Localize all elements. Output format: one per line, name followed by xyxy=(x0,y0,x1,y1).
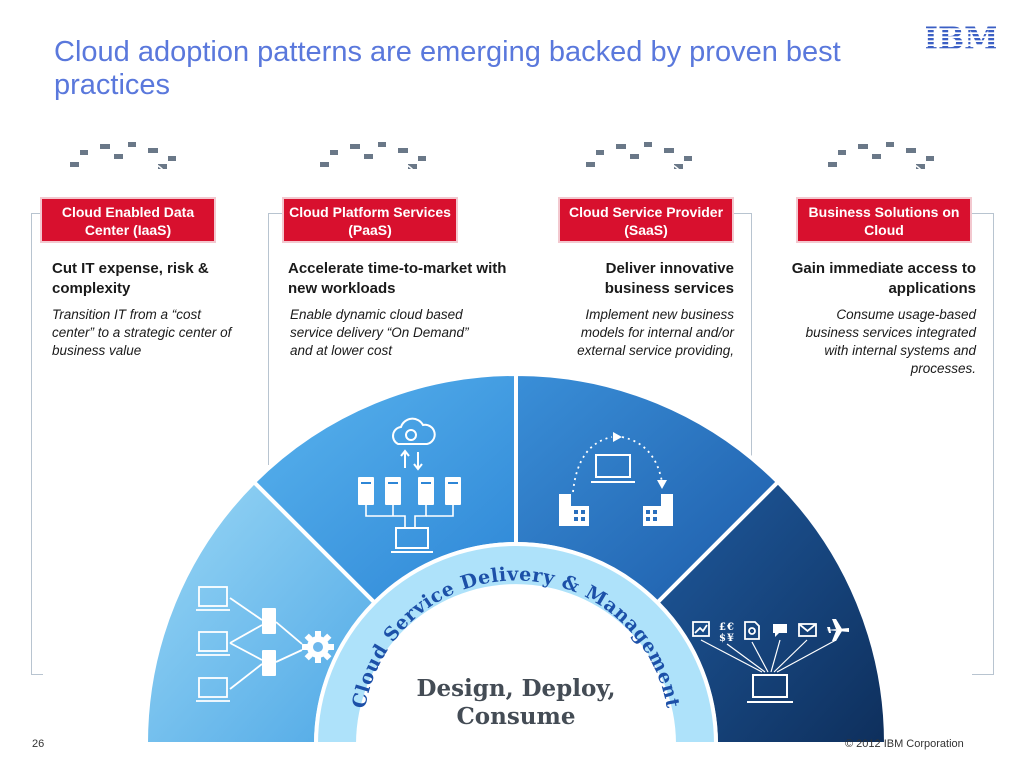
iaas-network-icon xyxy=(196,586,303,702)
slide-title: Cloud adoption patterns are emerging bac… xyxy=(54,36,841,101)
airplane-icon xyxy=(826,619,849,641)
heading-saas: Deliver innovative business services xyxy=(604,260,734,297)
cloud-city-image-1 xyxy=(45,136,203,198)
heading-paas: Accelerate time-to-market with new workl… xyxy=(288,260,507,297)
page-number: 26 xyxy=(32,738,45,750)
label-saas: Cloud Service Provider (SaaS) xyxy=(558,197,734,243)
currency-icon: £€ $¥ xyxy=(719,622,734,644)
copyright: © 2012 IBM Corporation xyxy=(845,738,964,750)
chart-icon xyxy=(692,621,710,637)
label-business-solutions: Business Solutions on Cloud xyxy=(796,197,972,243)
heading-business-solutions: Gain immediate access to applications xyxy=(791,260,976,297)
saas-laptop-icon xyxy=(591,454,635,483)
label-iaas: Cloud Enabled Data Center (IaaS) xyxy=(40,197,216,243)
gear-icon xyxy=(302,631,334,663)
cycle-arrows-icon xyxy=(572,436,663,493)
description-business-solutions: Consume usage-based business services in… xyxy=(805,307,976,376)
label-paas: Cloud Platform Services (PaaS) xyxy=(282,197,458,243)
svg-text:¥: ¥ xyxy=(727,633,734,644)
description-paas: Enable dynamic cloud based service deliv… xyxy=(290,307,469,358)
svg-text:€: € xyxy=(726,622,734,633)
center-text-line2: Consume xyxy=(456,703,575,730)
svg-text:IBM: IBM xyxy=(926,22,996,52)
laptop-icon xyxy=(391,527,433,553)
svg-text:$: $ xyxy=(719,633,726,644)
paas-arrows-icon xyxy=(400,449,423,471)
mail-icon xyxy=(798,623,817,637)
description-iaas: Transition IT from a “cost center” to a … xyxy=(52,307,232,358)
center-text-line1: Design, Deploy, xyxy=(417,675,616,702)
paas-cloud-icon xyxy=(392,417,436,445)
ibm-logo: IBM xyxy=(926,22,996,52)
cloud-city-image-2 xyxy=(295,136,453,198)
column-bracket-2 xyxy=(268,213,284,465)
column-bracket-4 xyxy=(972,213,994,675)
cloud-city-image-4 xyxy=(803,136,961,198)
svg-text:£: £ xyxy=(719,622,726,633)
heading-iaas: Cut IT expense, risk & complexity xyxy=(52,260,209,297)
description-saas: Implement new business models for intern… xyxy=(577,307,734,358)
client-laptop-icon xyxy=(747,674,793,703)
column-bracket-3 xyxy=(732,213,752,465)
chat-icon xyxy=(773,624,787,637)
cloud-city-image-3 xyxy=(561,136,719,198)
column-bracket-1 xyxy=(31,213,43,675)
document-icon xyxy=(744,621,760,640)
